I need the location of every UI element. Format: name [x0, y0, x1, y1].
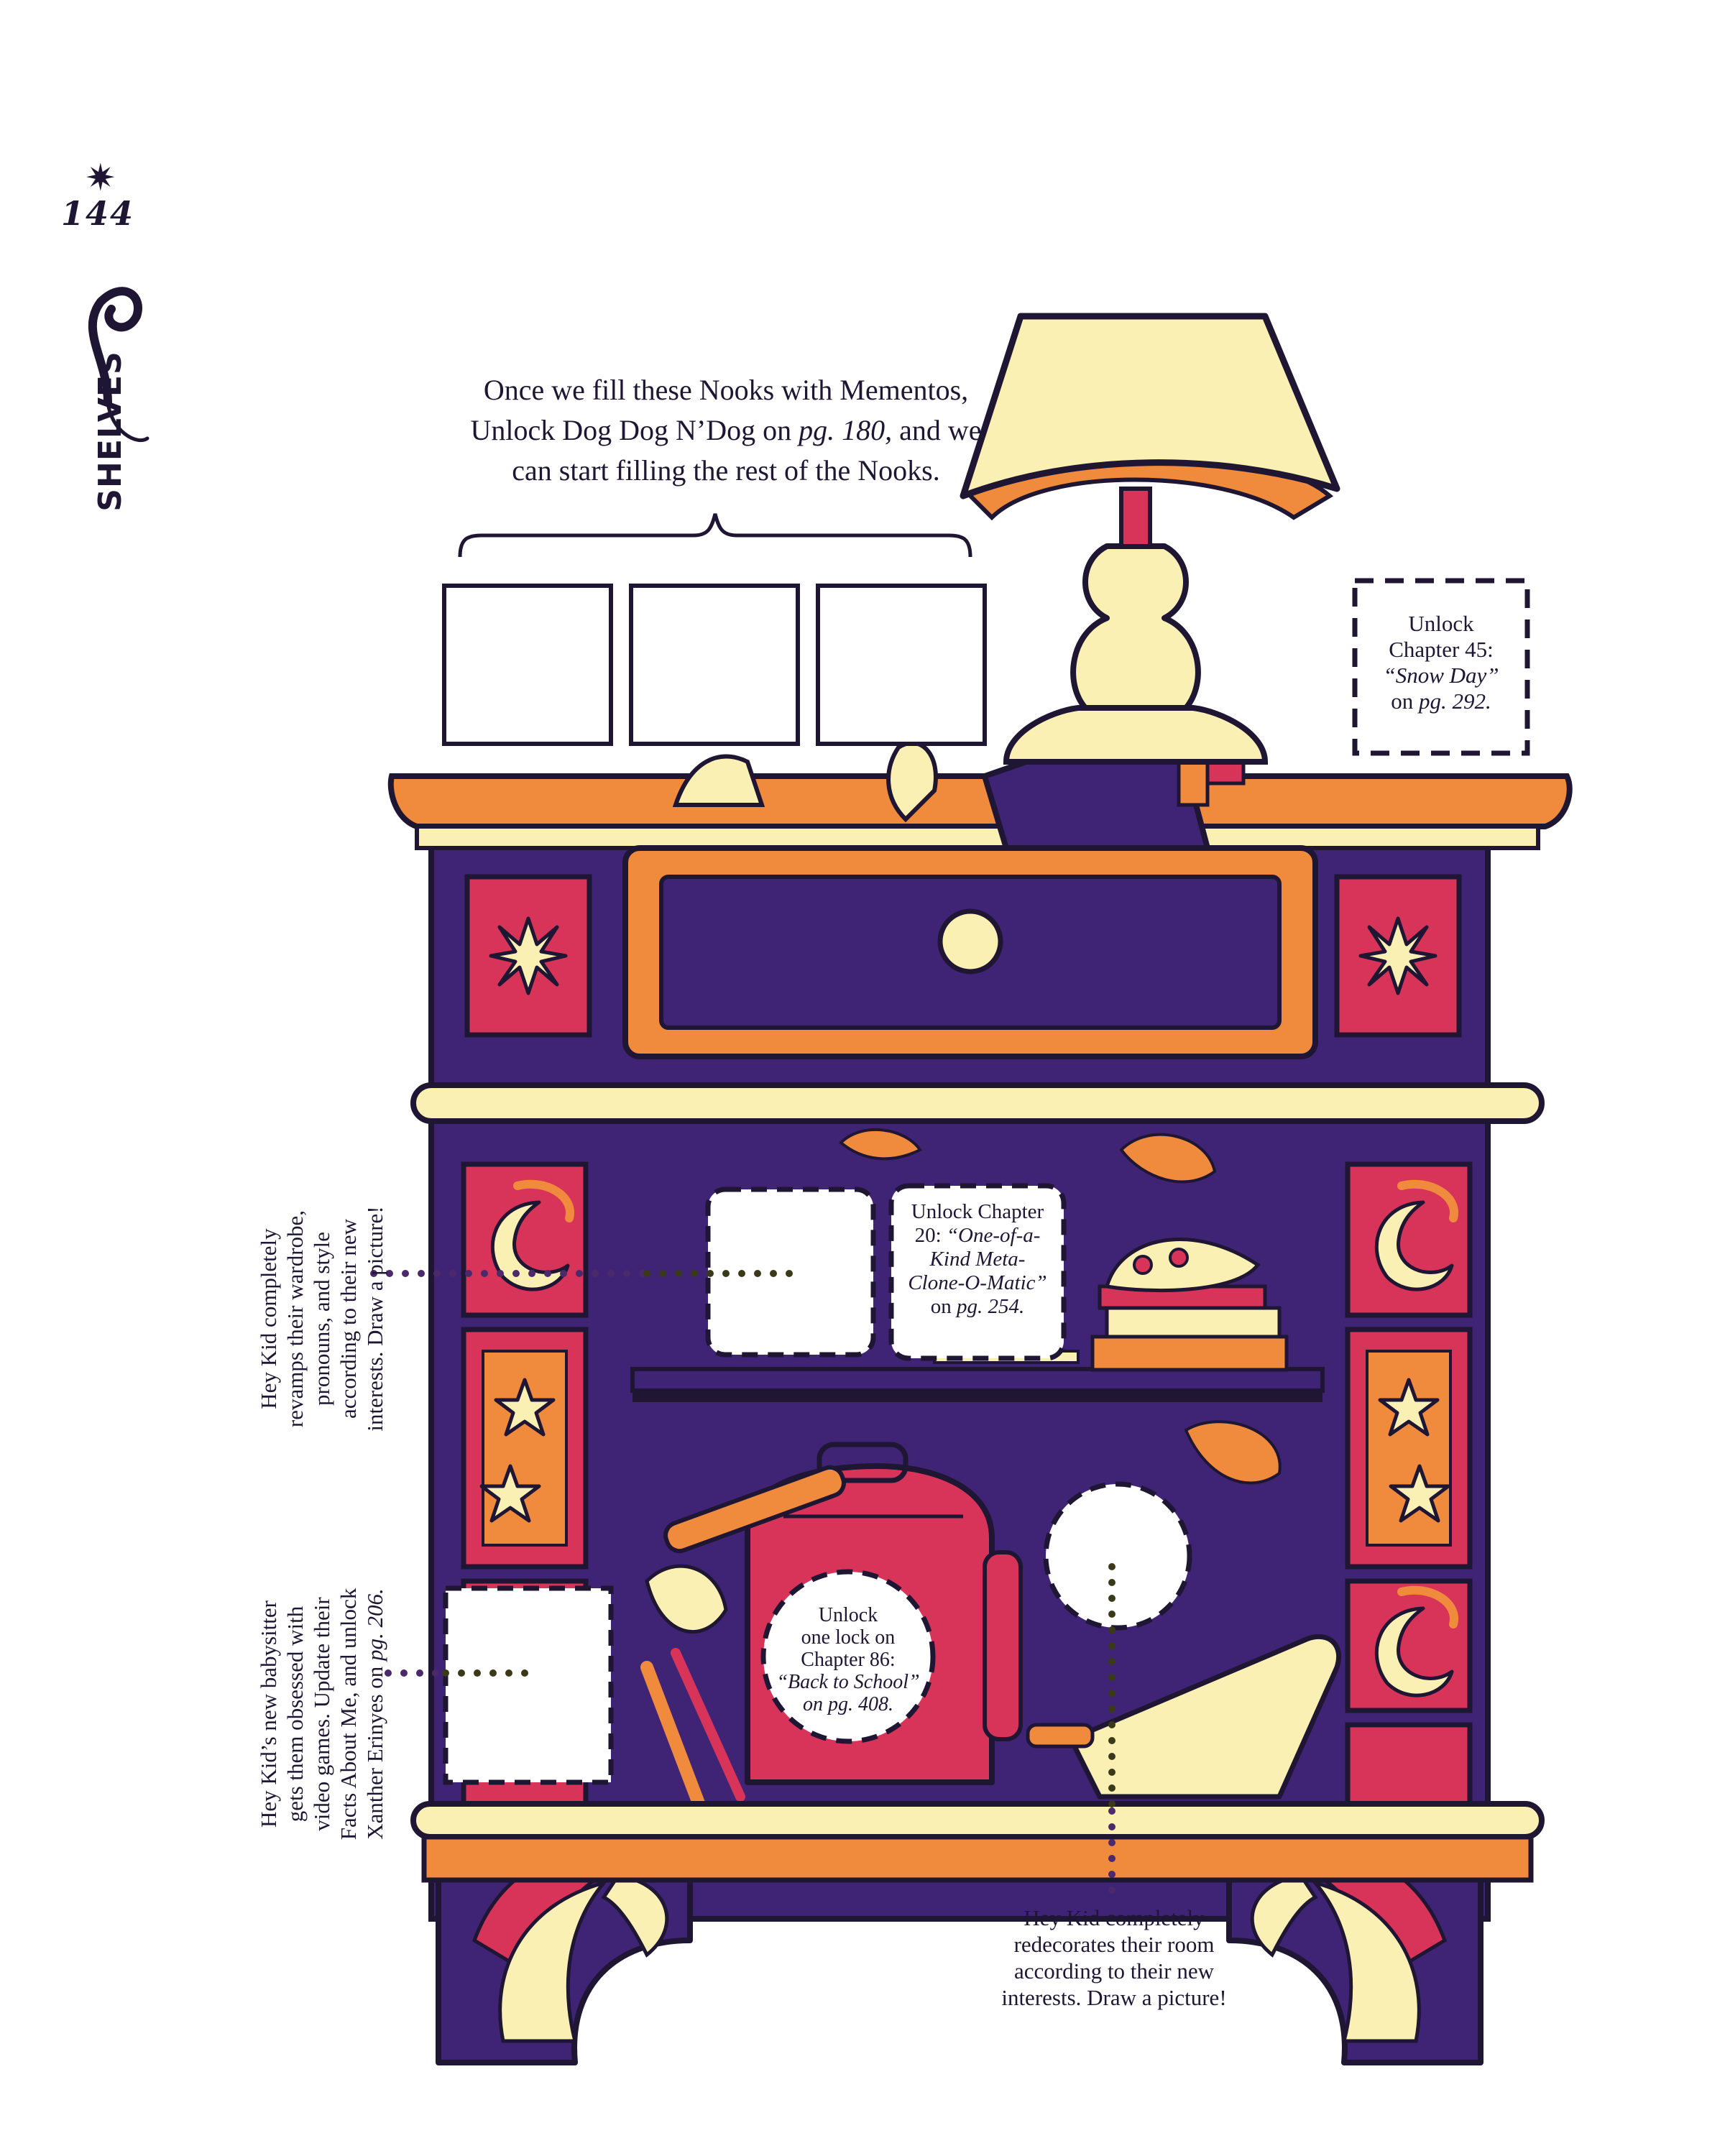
cabinet-top-trim	[415, 824, 1540, 850]
nook-top-3	[816, 584, 987, 746]
cabinet-top	[387, 773, 1573, 829]
star-icon: ✷	[85, 157, 116, 200]
drawer-knob	[937, 908, 1003, 975]
top-note-line3: can start filling the rest of the Nooks.	[512, 454, 940, 487]
bottom-trim	[410, 1801, 1545, 1840]
top-note-line2: Unlock Dog Dog N’Dog on pg. 180, and we	[470, 414, 982, 446]
side-note-room: Hey Kid completely redecorates their roo…	[1001, 1905, 1227, 2010]
middle-trim	[410, 1082, 1545, 1124]
nook-top-1	[442, 584, 613, 746]
book-stack	[1090, 1284, 1289, 1372]
notebook	[1068, 1634, 1342, 1800]
nook-room	[1043, 1481, 1192, 1631]
panel-upper-right	[1334, 874, 1462, 1038]
rolled-item	[663, 1465, 846, 1554]
leg-fan-left	[472, 1854, 669, 2043]
lamp-shade	[960, 313, 1340, 499]
eight-point-star-icon	[491, 918, 566, 993]
papers	[672, 754, 765, 807]
nook-school-label: Unlock one lock on Chapter 86: “Back to …	[776, 1604, 920, 1715]
nook-school	[760, 1569, 936, 1744]
ornament-flourish-icon	[88, 287, 142, 407]
eight-point-star-icon	[1361, 918, 1435, 993]
bottom-rail	[421, 1834, 1534, 1883]
inner-shelf	[630, 1367, 1325, 1393]
snack-pile	[1104, 1237, 1261, 1293]
top-note: Once we fill these Nooks with Mementos, …	[431, 370, 1021, 491]
side-note-wardrobe: Hey Kid completely revamps their wardrob…	[256, 1206, 387, 1432]
lamp	[960, 313, 1340, 765]
nook-snow-day-label: Unlock Chapter 45: “Snow Day” on pg. 292…	[1383, 611, 1499, 714]
top-note-line1: Once we fill these Nooks with Mementos,	[483, 374, 969, 406]
brace	[458, 513, 972, 558]
side-note-babysitter: Hey Kid’s new babysitter gets them obses…	[256, 1588, 387, 1841]
nook-clone	[888, 1183, 1067, 1361]
page-number: 144	[60, 194, 135, 233]
nook-clone-label: Unlock Chapter 20: “One-of-a- Kind Meta-…	[908, 1200, 1047, 1318]
nook-babysitter	[443, 1585, 614, 1785]
nook-snow-day	[1352, 578, 1530, 756]
nook-top-2	[629, 584, 800, 746]
section-label: SHELVES	[92, 351, 129, 512]
